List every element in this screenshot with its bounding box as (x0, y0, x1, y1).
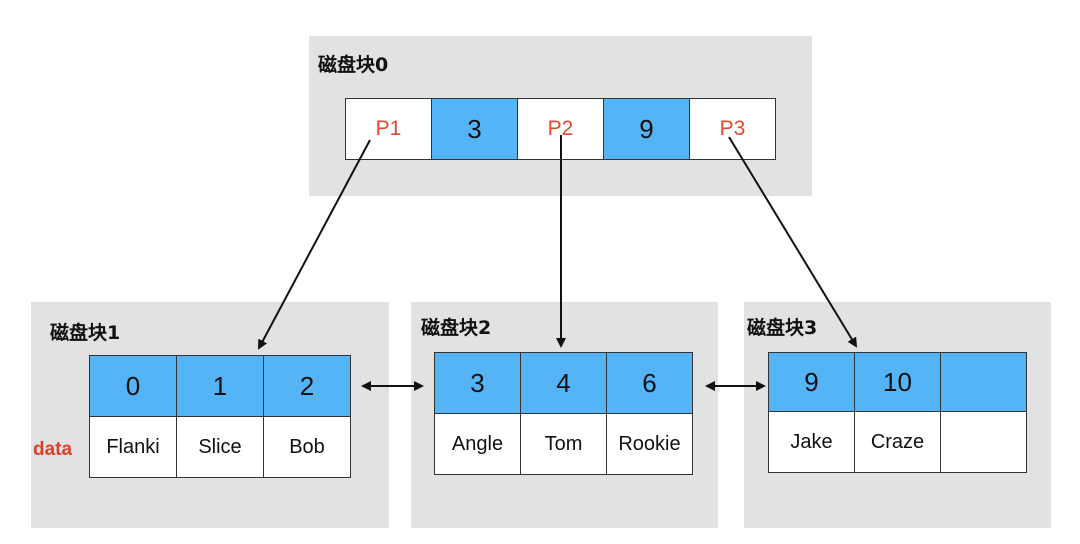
key-cell: 10 (854, 352, 941, 412)
key-cell: 9 (768, 352, 855, 412)
disk-block-3-keys: 9 10 (768, 352, 1027, 412)
value-cell: Rookie (606, 413, 693, 475)
disk-block-2-keys: 3 4 6 (434, 352, 693, 414)
key-cell-empty (940, 352, 1027, 412)
disk-block-0-title: 磁盘块0 (318, 54, 389, 76)
value-cell-empty (940, 411, 1027, 473)
key-cell: 3 (431, 98, 518, 160)
key-cell: 0 (89, 355, 177, 417)
key-cell: 3 (434, 352, 521, 414)
value-cell: Slice (176, 416, 264, 478)
disk-block-1-title: 磁盘块1 (50, 322, 121, 344)
value-cell: Bob (263, 416, 351, 478)
key-cell: 6 (606, 352, 693, 414)
value-cell: Angle (434, 413, 521, 475)
disk-block-3-values: Jake Craze (768, 411, 1027, 473)
value-cell: Jake (768, 411, 855, 473)
disk-block-3-title: 磁盘块3 (747, 317, 818, 339)
key-cell: 4 (520, 352, 607, 414)
value-cell: Tom (520, 413, 607, 475)
key-cell: 1 (176, 355, 264, 417)
value-cell: Craze (854, 411, 941, 473)
disk-block-1-values: Flanki Slice Bob (89, 416, 351, 478)
disk-block-1-keys: 0 1 2 (89, 355, 351, 417)
pointer-p2: P2 (517, 98, 604, 160)
key-cell: 9 (603, 98, 690, 160)
key-cell: 2 (263, 355, 351, 417)
value-cell: Flanki (89, 416, 177, 478)
data-label: data (33, 439, 73, 460)
pointer-p1: P1 (345, 98, 432, 160)
pointer-p3: P3 (689, 98, 776, 160)
disk-block-2-values: Angle Tom Rookie (434, 413, 693, 475)
disk-block-2-title: 磁盘块2 (421, 317, 492, 339)
disk-block-0-row: P1 3 P2 9 P3 (345, 98, 776, 160)
